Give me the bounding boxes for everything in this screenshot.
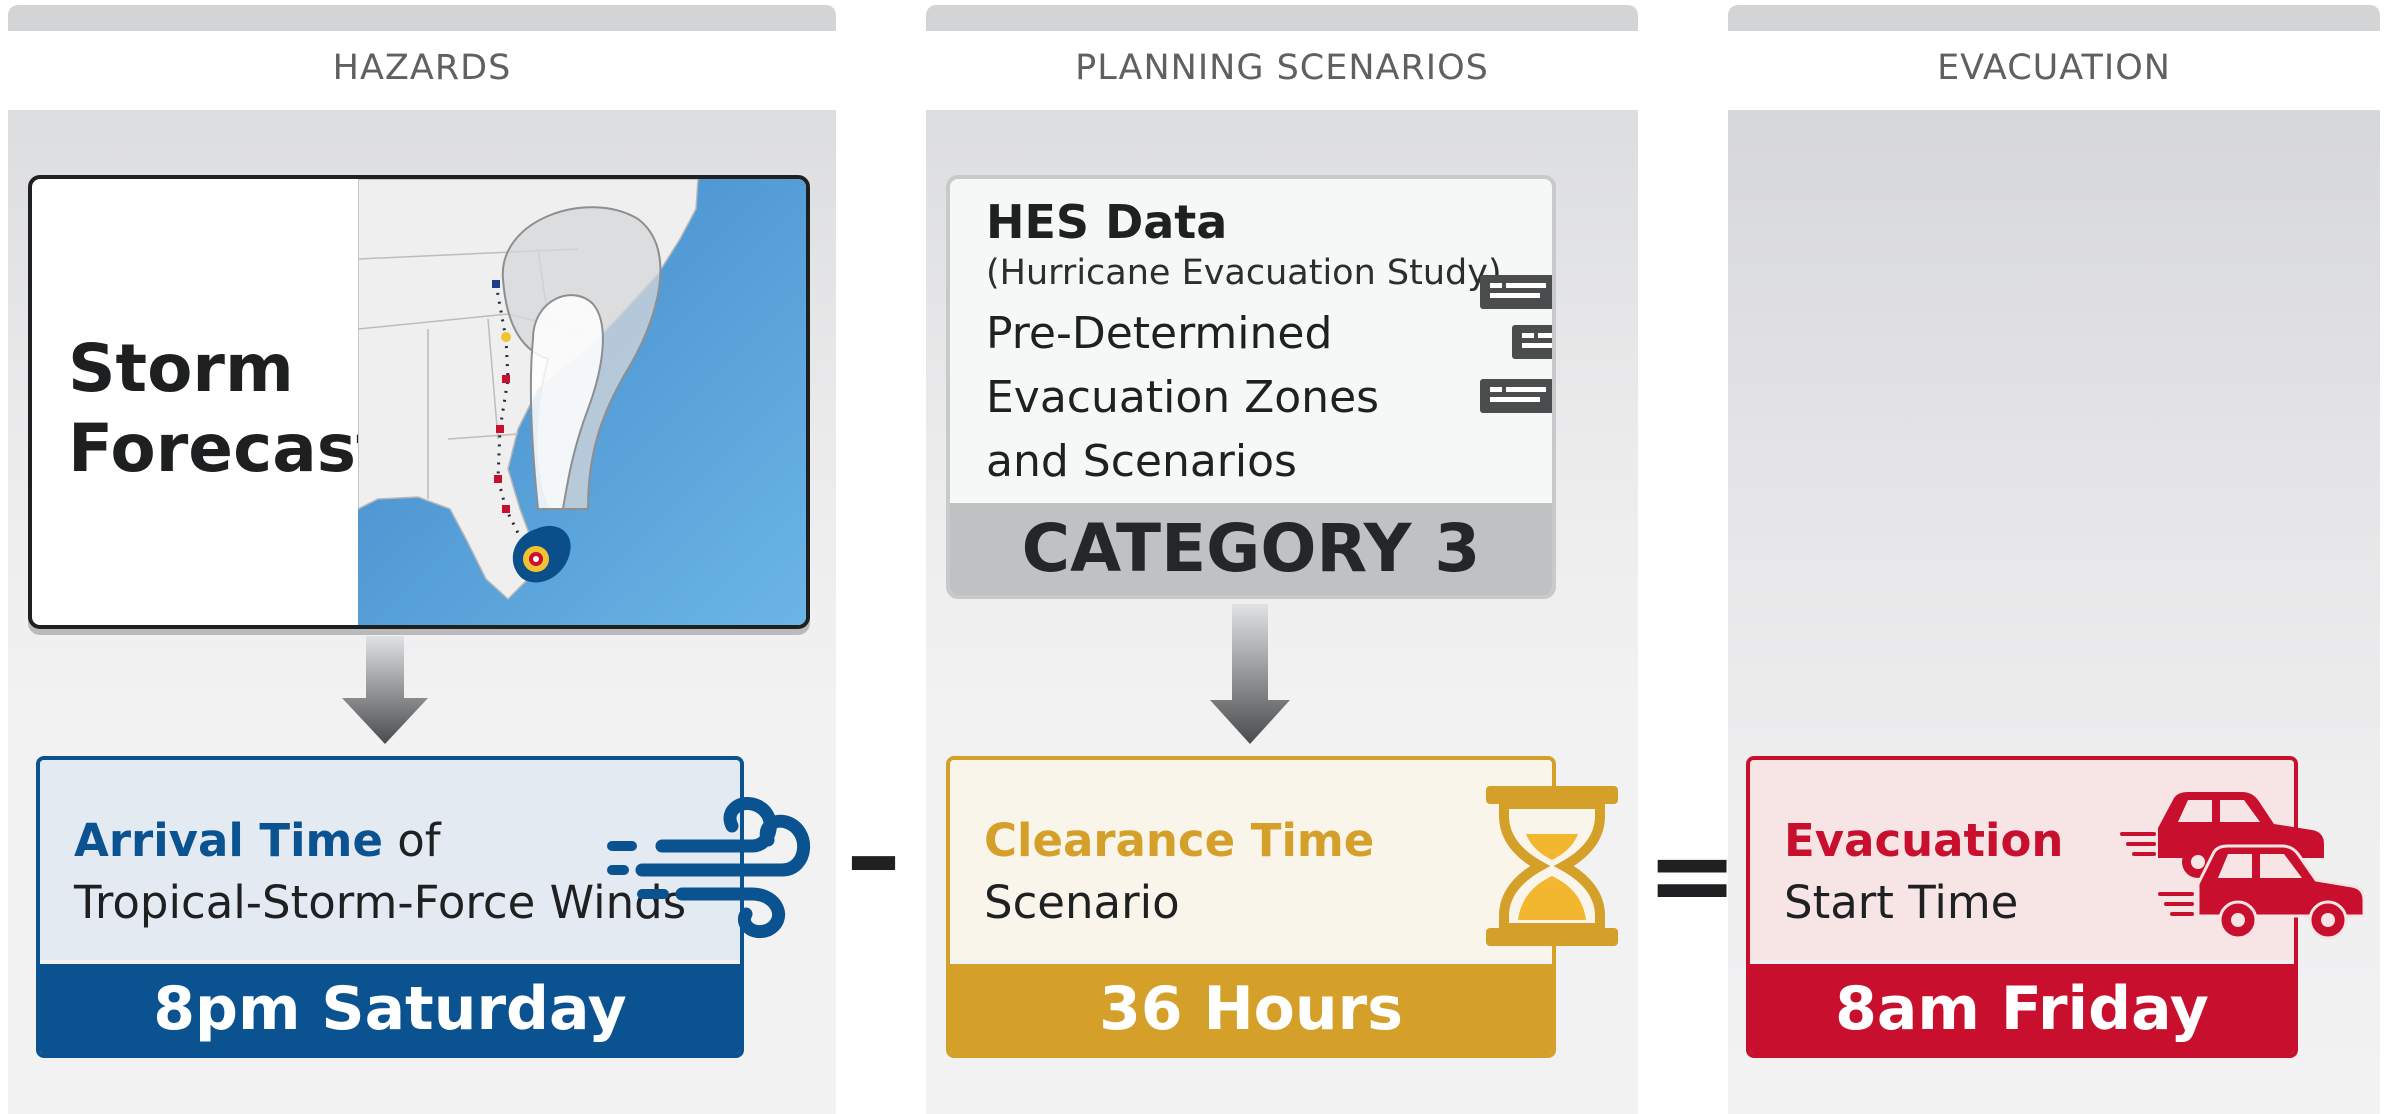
column-top-bar bbox=[926, 5, 1638, 31]
arrival-time-accent: Arrival Time bbox=[74, 814, 383, 867]
category-band: CATEGORY 3 bbox=[950, 503, 1552, 595]
storm-forecast-card: Storm Forecast bbox=[28, 175, 810, 629]
column-top-bar bbox=[8, 5, 836, 31]
evacuation-heading: EVACUATION bbox=[1937, 48, 2171, 88]
equals-operator: = bbox=[1646, 811, 1739, 939]
storm-forecast-line2: Forecast bbox=[68, 410, 388, 487]
clearance-time-box: Clearance Time Scenario 36 Hours bbox=[946, 756, 1556, 1058]
clearance-time-top: Clearance Time Scenario bbox=[950, 760, 1552, 960]
hes-line-2: Evacuation Zones bbox=[986, 372, 1380, 423]
data-cycle-icon bbox=[1480, 275, 1552, 413]
down-arrow-icon bbox=[342, 636, 428, 744]
hes-title: HES Data bbox=[986, 195, 1228, 249]
evacuation-start-line1: Evacuation bbox=[1784, 810, 2063, 872]
evacuation-start-box: Evacuation Start Time 8am Friday bbox=[1746, 756, 2298, 1058]
hurricane-track-map bbox=[358, 179, 806, 625]
arrival-time-top: Arrival Time of Tropical-Storm-Force Win… bbox=[40, 760, 740, 960]
evacuation-start-value: 8am Friday bbox=[1750, 964, 2294, 1054]
storm-forecast-line1: Storm bbox=[68, 330, 294, 407]
hes-data-card: HES Data (Hurricane Evacuation Study) Pr… bbox=[946, 175, 1556, 599]
wind-icon bbox=[607, 797, 810, 938]
arrival-time-line1: Arrival Time of bbox=[74, 810, 441, 872]
planning-heading: PLANNING SCENARIOS bbox=[1075, 48, 1489, 88]
clearance-time-accent: Clearance Time bbox=[984, 814, 1375, 867]
minus-operator: – bbox=[846, 791, 901, 919]
hazards-heading: HAZARDS bbox=[332, 48, 512, 88]
clearance-time-line1: Clearance Time bbox=[984, 810, 1374, 872]
arrival-time-of: of bbox=[382, 814, 441, 867]
clearance-time-value: 36 Hours bbox=[950, 964, 1552, 1054]
arrival-time-line2: Tropical-Storm-Force Winds bbox=[74, 876, 687, 929]
arrival-time-value: 8pm Saturday bbox=[40, 964, 740, 1054]
evacuation-start-accent: Evacuation bbox=[1784, 814, 2064, 867]
hes-subtitle: (Hurricane Evacuation Study) bbox=[986, 253, 1502, 293]
hourglass-icon bbox=[1486, 786, 1618, 946]
evacuation-start-line2: Start Time bbox=[1784, 876, 2019, 929]
clearance-time-line2: Scenario bbox=[984, 876, 1180, 929]
hes-line-3: and Scenarios bbox=[986, 436, 1297, 487]
hes-line-1: Pre-Determined bbox=[986, 308, 1333, 359]
cars-icon bbox=[2120, 792, 2364, 940]
down-arrow-icon bbox=[1210, 604, 1290, 744]
column-top-bar bbox=[1728, 5, 2380, 31]
storm-forecast-title: Storm Forecast bbox=[68, 329, 388, 489]
arrival-time-box: Arrival Time of Tropical-Storm-Force Win… bbox=[36, 756, 744, 1058]
